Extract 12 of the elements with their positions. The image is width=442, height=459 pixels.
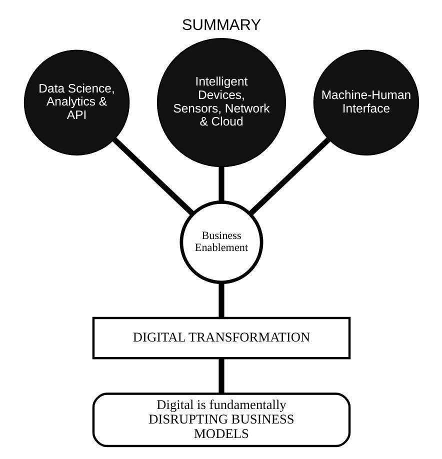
connector [218, 282, 224, 318]
diagram-title: SUMMARY [181, 16, 261, 34]
node-circle: Business Enablement [179, 200, 263, 284]
connector [248, 137, 330, 216]
node-box: DIGITAL TRANSFORMATION [92, 316, 350, 360]
connector [218, 358, 224, 394]
connector [218, 166, 224, 202]
node-circle: Intelligent Devices, Sensors, Network & Cloud [156, 38, 286, 168]
node-circle: Data Science, Analytics & API [23, 50, 130, 156]
connector [112, 137, 194, 216]
node-circle: Machine-Human Interface [312, 50, 419, 156]
node-box: Digital is fundamentally DISRUPTING BUSINESS MODELS [92, 392, 350, 448]
